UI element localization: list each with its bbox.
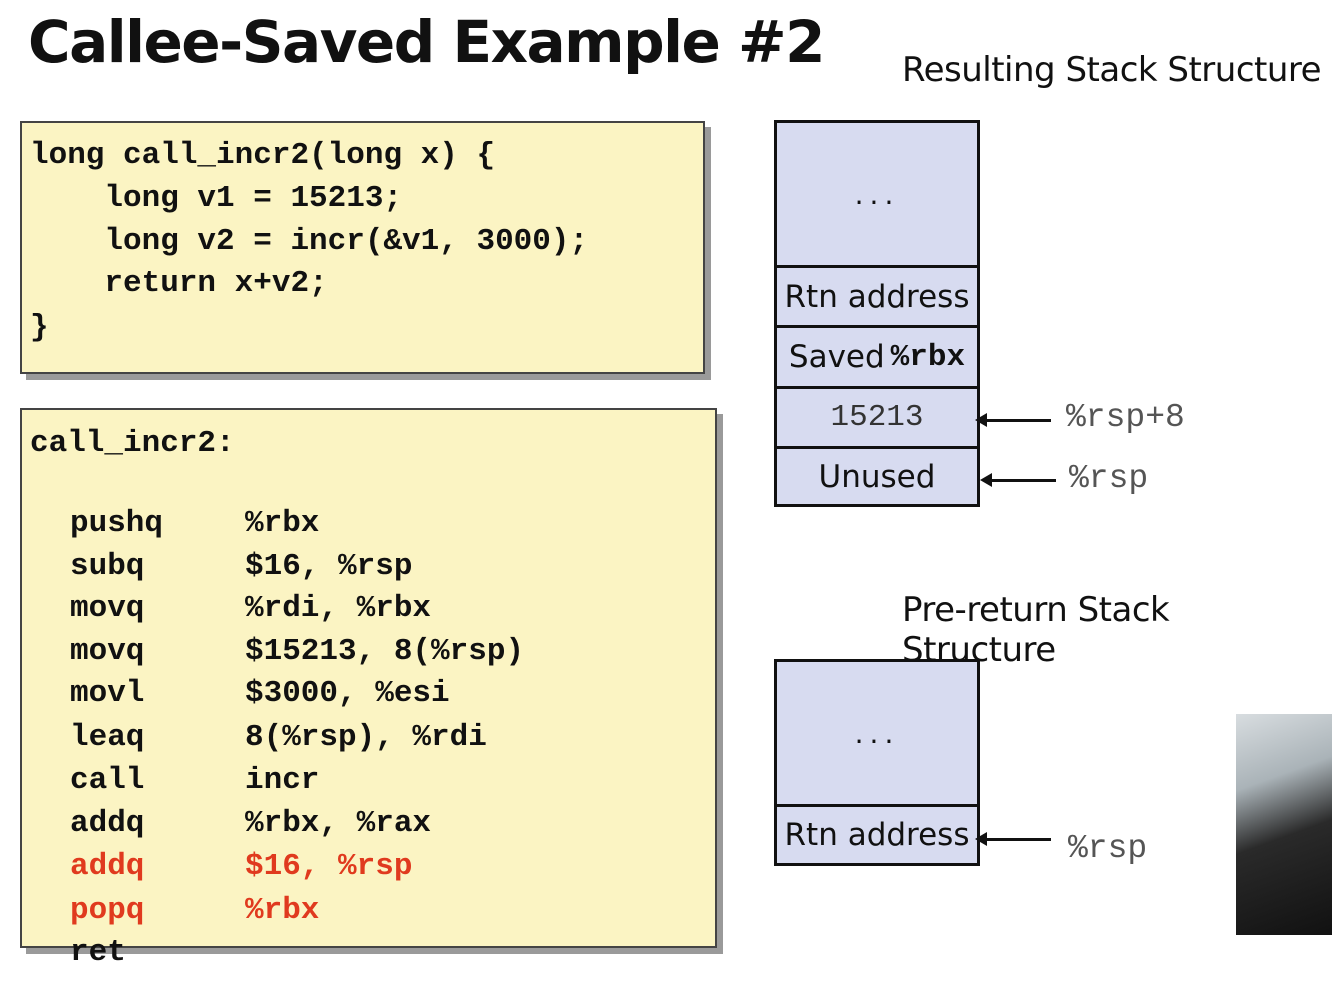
asm-operands: %rbx <box>245 893 320 928</box>
rsp-arrow <box>980 473 1056 487</box>
c-code-line: return x+v2; <box>30 266 328 301</box>
saved-register: %rbx <box>890 339 966 375</box>
asm-operands: %rdi, %rbx <box>245 591 432 626</box>
asm-mnemonic: addq <box>70 849 145 884</box>
resulting-stack-title: Resulting Stack Structure <box>902 50 1322 90</box>
asm-instruction: ret <box>70 900 144 1005</box>
c-code-line: long v1 = 15213; <box>30 181 403 216</box>
asm-mnemonic: addq <box>70 806 145 841</box>
asm-mnemonic: call <box>70 763 145 798</box>
c-code-line: } <box>30 310 49 345</box>
asm-mnemonic: subq <box>70 549 145 584</box>
prereturn-stack-title: Pre-return Stack Structure <box>902 590 1170 670</box>
asm-instruction: leaq 8(%rsp), %rdi <box>70 685 487 790</box>
rsp8-pointer-label: %rsp+8 <box>1066 399 1185 436</box>
saved-label: Saved <box>788 339 885 375</box>
asm-instruction: subq $16, %rsp <box>70 514 412 619</box>
asm-label: call_incr2: <box>30 426 235 461</box>
asm-mnemonic: movq <box>70 634 145 669</box>
stack-cell-ellipsis: ... <box>777 662 977 807</box>
stack-cell-unused: Unused <box>818 458 936 495</box>
stack-cell-value: 15213 <box>777 389 977 449</box>
asm-instruction: pushq %rbx <box>70 471 319 576</box>
stack-cell-ellipsis: ... <box>777 123 977 268</box>
slide-title: Callee-Saved Example #2 <box>28 8 825 76</box>
asm-mnemonic: leaq <box>70 720 145 755</box>
c-code-line: long v2 = incr(&v1, 3000); <box>30 224 589 259</box>
asm-mnemonic: movq <box>70 591 145 626</box>
asm-instruction-highlighted: popq %rbx <box>70 858 319 963</box>
asm-instruction: movq %rdi, %rbx <box>70 556 431 661</box>
speaker-video-thumbnail <box>1236 714 1332 935</box>
asm-instruction: call incr <box>70 728 319 833</box>
asm-operands: $15213, 8(%rsp) <box>245 634 525 669</box>
asm-instruction: movl $3000, %esi <box>70 641 450 746</box>
c-code-line: long call_incr2(long x) { <box>30 138 496 173</box>
asm-operands: incr <box>245 763 320 798</box>
rsp-arrow <box>975 832 1051 846</box>
resulting-stack: ... Rtn address Saved %rbx 15213 Unused <box>774 120 980 507</box>
rsp-pointer-label: %rsp <box>1069 460 1149 497</box>
rsp8-arrow <box>975 413 1051 427</box>
asm-operands: $16, %rsp <box>245 549 413 584</box>
stack-cell-return-address: Rtn address <box>777 268 977 328</box>
asm-operands: 8(%rsp), %rdi <box>245 720 487 755</box>
c-code-box: long call_incr2(long x) { long v1 = 1521… <box>20 121 705 374</box>
asm-operands: %rbx <box>245 506 320 541</box>
asm-mnemonic: ret <box>70 935 126 970</box>
asm-instruction: addq %rbx, %rax <box>70 771 431 876</box>
asm-mnemonic: popq <box>70 893 145 928</box>
rsp-pointer-label: %rsp <box>1068 830 1148 867</box>
asm-code-box: call_incr2: pushq %rbx subq $16, %rsp movq… <box>20 408 717 970</box>
asm-operands: $16, %rsp <box>245 849 413 884</box>
stack-cell-saved-rbx: Saved %rbx <box>777 328 977 389</box>
asm-operands: $3000, %esi <box>245 676 450 711</box>
asm-instruction: movq $15213, 8(%rsp) <box>70 599 524 704</box>
asm-mnemonic: pushq <box>70 506 164 541</box>
asm-mnemonic: movl <box>70 676 145 711</box>
asm-operands: %rbx, %rax <box>245 806 432 841</box>
stack-cell-return-address: Rtn address <box>784 817 970 853</box>
asm-instruction-highlighted: addq $16, %rsp <box>70 814 412 919</box>
prereturn-stack: ... Rtn address <box>774 659 980 866</box>
